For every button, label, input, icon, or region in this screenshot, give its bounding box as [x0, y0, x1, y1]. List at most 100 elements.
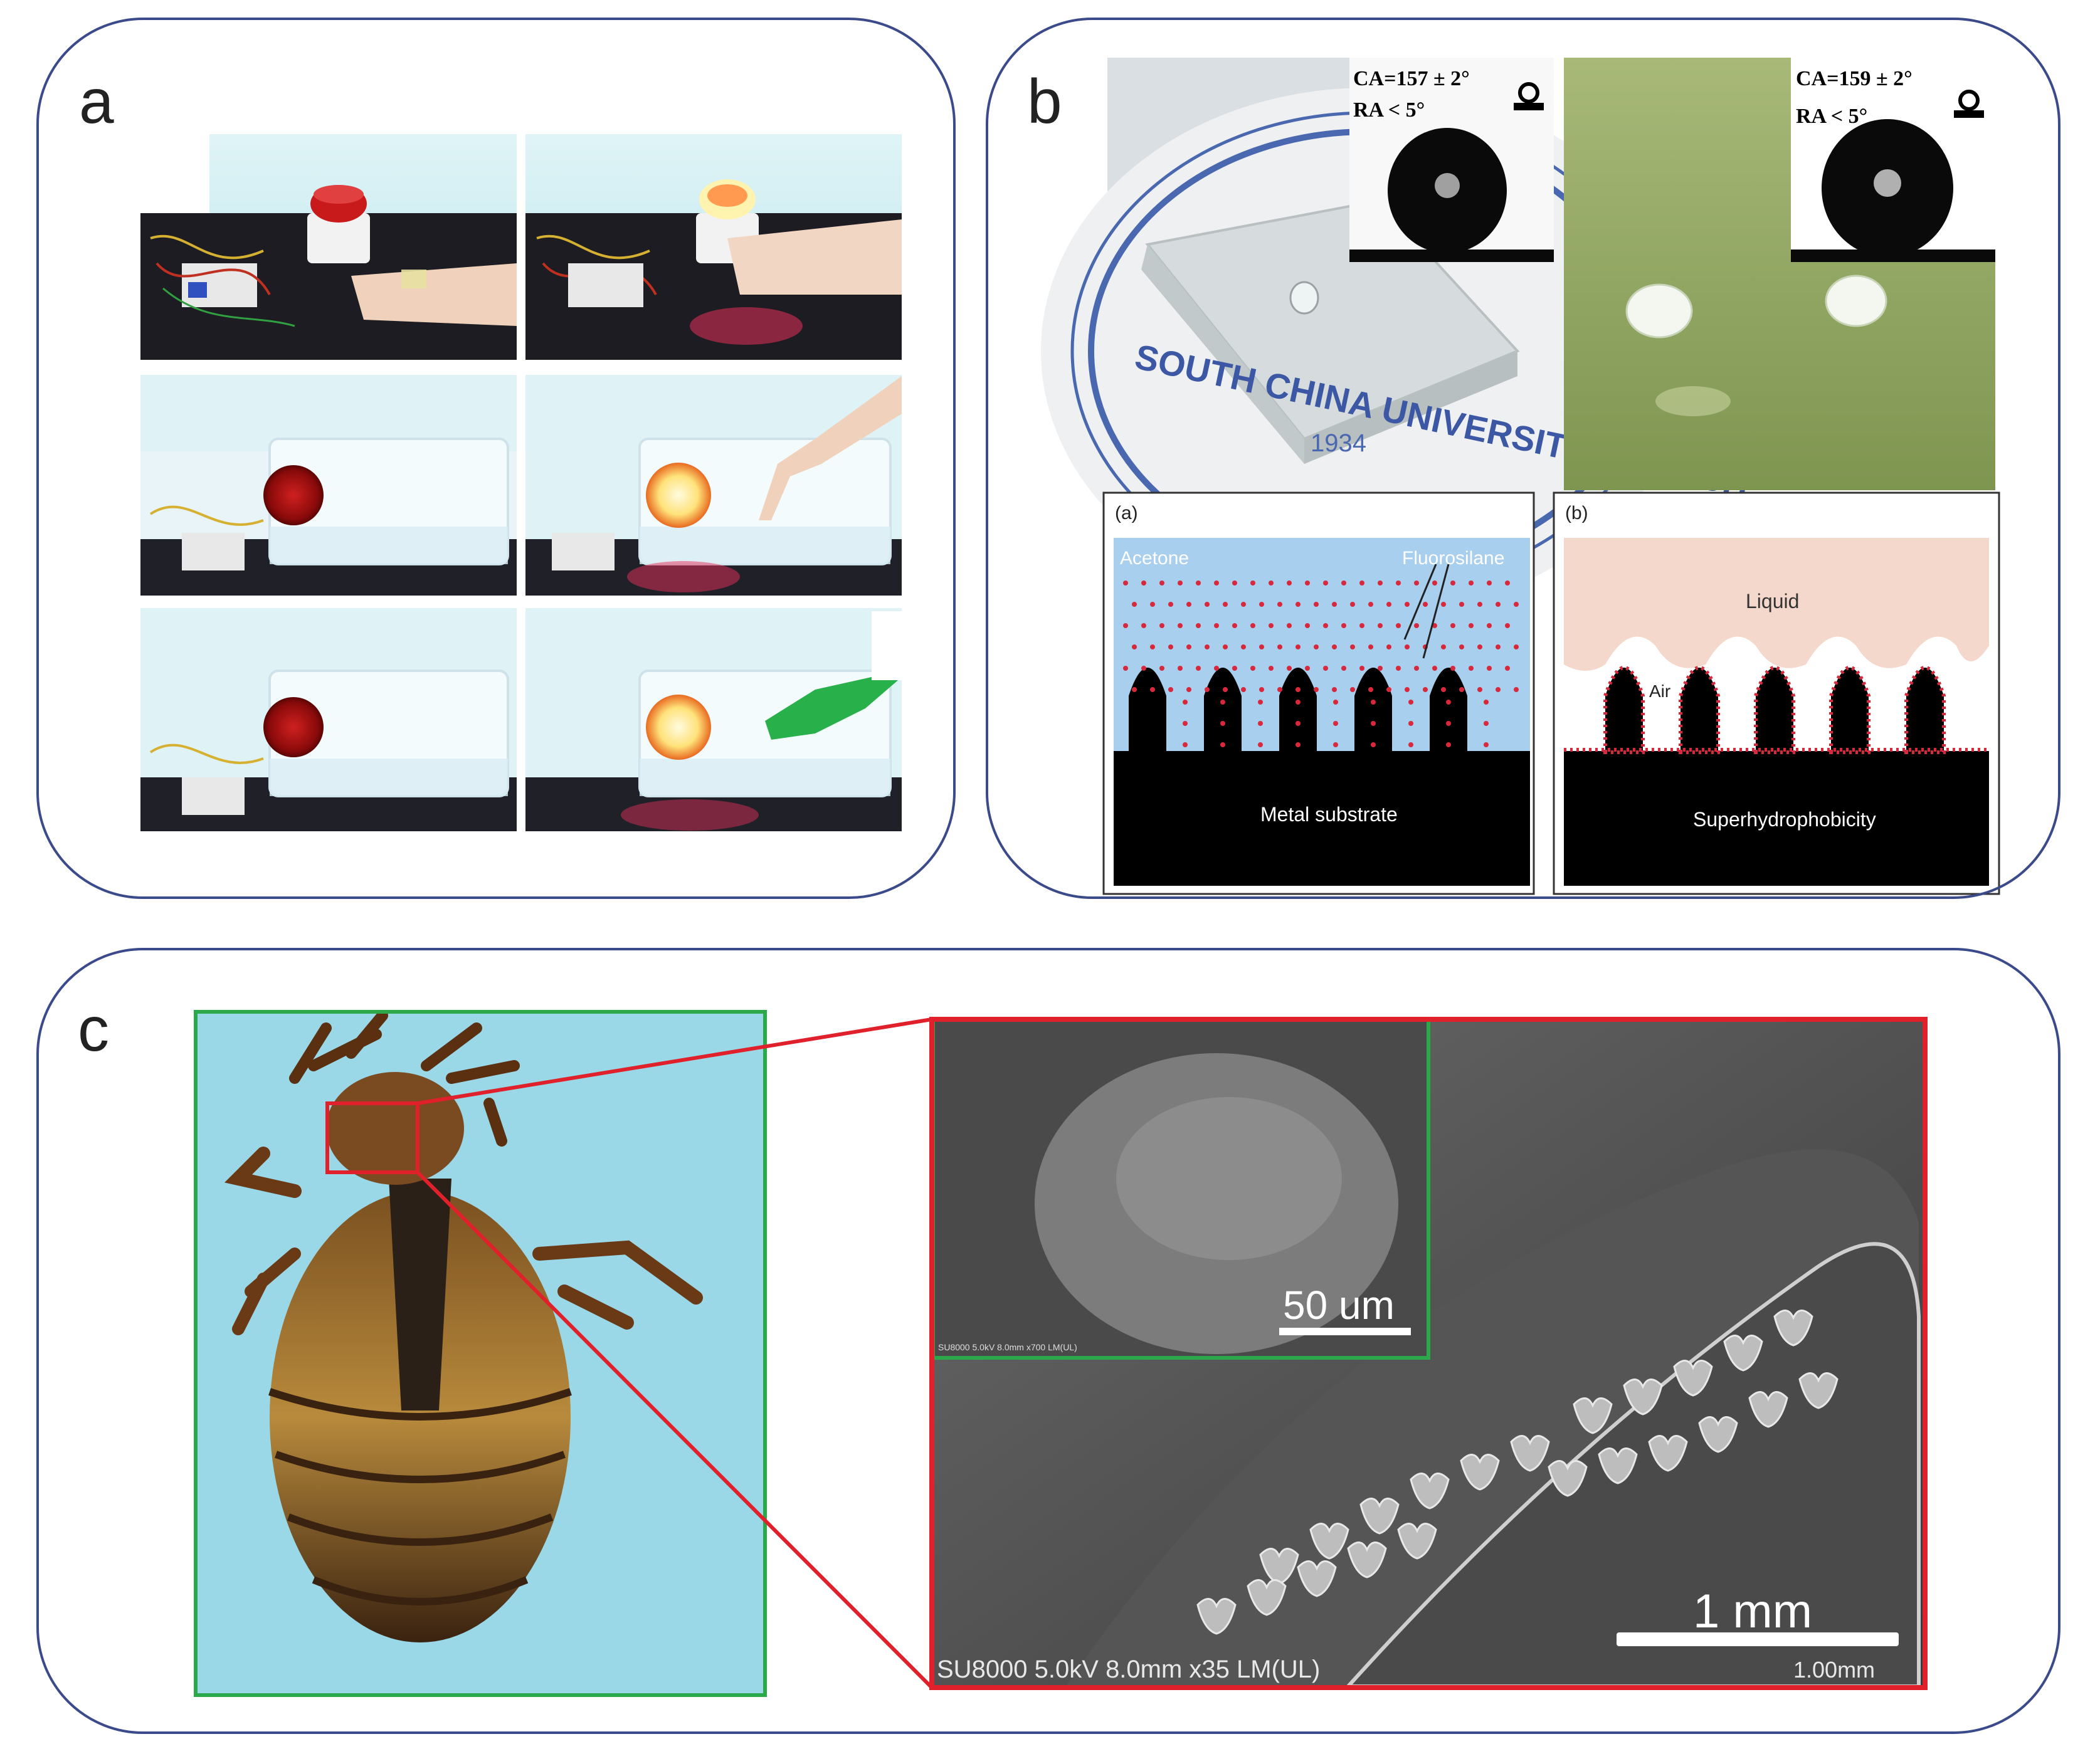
fluorosilane-dot — [1132, 644, 1137, 649]
fluorosilane-dot — [1196, 666, 1201, 671]
fluorosilane-dot — [1487, 666, 1492, 671]
fluorosilane-dot — [1514, 602, 1519, 607]
ra-text-right: RA < 5° — [1796, 105, 1867, 128]
fluorosilane-dot — [1295, 721, 1301, 726]
nanostructure-spikes-a — [1129, 668, 1467, 752]
fluorosilane-dot — [1250, 580, 1255, 586]
panel-letter-c: c — [78, 994, 109, 1064]
fluorosilane-dot — [1405, 644, 1410, 649]
fluorosilane-dot — [1441, 687, 1446, 692]
fluorosilane-dot — [1441, 644, 1446, 649]
sem-inset — [931, 1017, 1430, 1360]
fluorosilane-dot — [1386, 602, 1391, 607]
photo-a2 — [525, 134, 902, 360]
diagram-superhydrophobic — [1553, 491, 2000, 895]
sucker-hair — [1359, 1498, 1400, 1535]
fluorosilane-dot — [1359, 623, 1364, 628]
sucker-hair — [1347, 1542, 1387, 1579]
fluorosilane-dot — [1295, 687, 1301, 692]
fluorosilane-dot — [1505, 623, 1510, 628]
fluorosilane-dot — [1396, 623, 1401, 628]
fluorosilane-dot — [1259, 602, 1264, 607]
fluorosilane-dot — [1123, 666, 1128, 671]
fluorosilane-dot — [1484, 742, 1489, 747]
fluorosilane-dot — [1423, 602, 1428, 607]
sem-footer-right: 1.00mm — [1793, 1657, 1875, 1683]
ca-text-right: CA=159 ± 2° — [1796, 67, 1913, 90]
fluorosilane-dot — [1350, 644, 1355, 649]
sucker-hair — [1410, 1473, 1450, 1510]
superhydrophobicity-label: Superhydrophobicity — [1693, 808, 1876, 831]
fluorosilane-dot — [1414, 666, 1419, 671]
photo-a5 — [140, 608, 517, 831]
panel-c: c — [36, 948, 2060, 1734]
fluorosilane-dot — [1314, 644, 1319, 649]
sucker-hair — [1397, 1523, 1437, 1560]
fluorosilane-dot — [1441, 602, 1446, 607]
fluorosilane-dot — [1314, 602, 1319, 607]
sucker-hair — [1573, 1397, 1613, 1434]
fluorosilane-dot — [1205, 644, 1210, 649]
sem-scale-label: 1 mm — [1693, 1585, 1812, 1638]
contact-angle-inset-left — [1349, 58, 1554, 262]
liquid-label: Liquid — [1746, 590, 1799, 612]
fluorosilane-dot — [1408, 700, 1413, 705]
fluorosilane-dot — [1477, 687, 1482, 692]
diagram-a-label: (a) — [1115, 503, 1138, 523]
fluorosilane-dot — [1277, 602, 1282, 607]
photo-a3 — [140, 375, 517, 596]
stamp-year: 1934 — [1311, 429, 1366, 457]
fluorosilane-dot — [1258, 721, 1263, 726]
sucker-hair — [1623, 1379, 1663, 1416]
fluorosilane-dot — [1378, 623, 1383, 628]
fluorosilane-dot — [1178, 666, 1183, 671]
fluorosilane-dot — [1333, 742, 1338, 747]
sucker-hair — [1673, 1360, 1713, 1397]
fluorosilane-dot — [1269, 623, 1274, 628]
fluorosilane-dot — [1269, 580, 1274, 586]
diagram-b-label: (b) — [1565, 503, 1588, 523]
fluorosilane-dot — [1186, 644, 1191, 649]
sucker-hair — [1309, 1523, 1349, 1560]
fluorosilane-dot — [1214, 580, 1219, 586]
fluorosilane-dot — [1341, 580, 1346, 586]
fluorosilane-dot — [1378, 580, 1383, 586]
fluorosilane-dot — [1183, 721, 1188, 726]
zoom-line-bottom — [416, 1170, 934, 1689]
panel-letter-b: b — [1027, 66, 1062, 137]
fluorosilane-dot — [1477, 602, 1482, 607]
fluorosilane-dot — [1350, 602, 1355, 607]
sucker-hair — [1648, 1435, 1688, 1472]
fluorosilane-dot — [1132, 687, 1137, 692]
fluorosilane-dot — [1396, 580, 1401, 586]
fluorosilane-dot — [1287, 580, 1292, 586]
fluorosilane-dot — [1259, 644, 1264, 649]
fluorosilane-dot — [1484, 721, 1489, 726]
fluorosilane-dot — [1487, 580, 1492, 586]
fluorosilane-dot — [1446, 742, 1451, 747]
fluorosilane-dot — [1258, 742, 1263, 747]
photo-a4 — [525, 375, 902, 596]
fluorosilane-dot — [1196, 580, 1201, 586]
fluorosilane-dot — [1332, 602, 1337, 607]
panel-letter-a: a — [79, 66, 114, 137]
sucker-hair — [1460, 1454, 1500, 1491]
fluorosilane-dot — [1314, 687, 1319, 692]
fluorosilane-dot — [1469, 623, 1474, 628]
fluorosilane-dot — [1459, 644, 1464, 649]
fluorosilane-dot — [1159, 580, 1164, 586]
fluorosilane-dot — [1305, 623, 1310, 628]
fluorosilane-label: Fluorosilane — [1402, 548, 1504, 569]
zoom-line-top — [417, 1017, 932, 1105]
fluorosilane-dot — [1359, 580, 1364, 586]
fluorosilane-dot — [1469, 666, 1474, 671]
fluorosilane-dot — [1259, 687, 1264, 692]
sucker-hair — [1698, 1416, 1738, 1453]
sucker-hair — [1773, 1310, 1813, 1347]
fluorosilane-dot — [1484, 700, 1489, 705]
sucker-hair — [1259, 1548, 1299, 1585]
sucker-hair — [1510, 1435, 1550, 1472]
fluorosilane-dot — [1159, 623, 1164, 628]
diagram-acetone — [1102, 491, 1535, 895]
